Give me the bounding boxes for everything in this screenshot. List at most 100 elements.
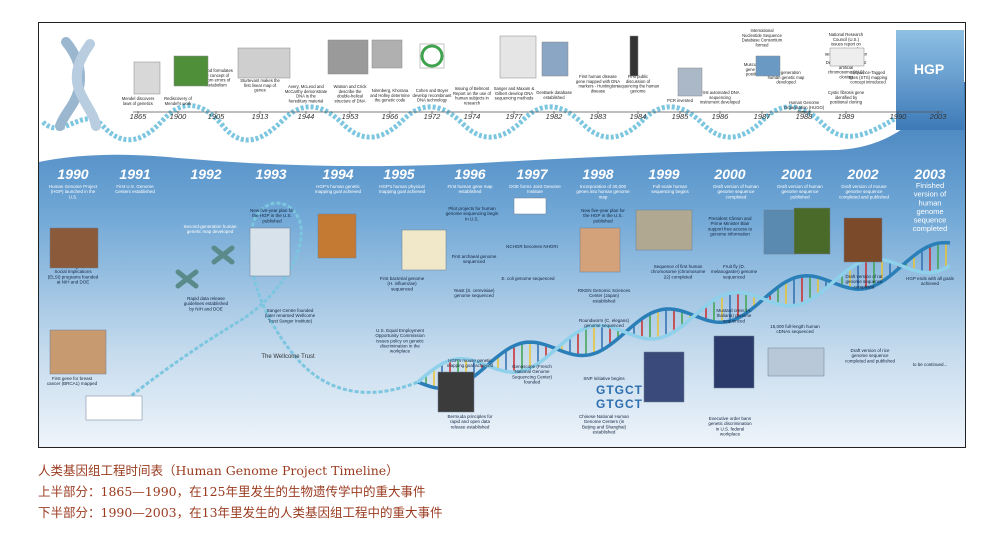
2001-nature-cover xyxy=(793,207,831,255)
1990-pedigree-diagram xyxy=(85,395,143,421)
top-year-1972: 1972 xyxy=(424,112,442,121)
pea-plant-image xyxy=(173,55,209,87)
top-event-13: PCR invented xyxy=(667,98,694,103)
dna-label-2: GTGCT xyxy=(596,397,643,411)
1995-bacterial-genome-ring xyxy=(401,229,447,271)
event-y1996-3: Yeast (S. cerevisiae)genome sequenced xyxy=(453,288,495,298)
sequencing-gel-image xyxy=(499,35,537,79)
plasmid-ring-icon xyxy=(419,43,445,69)
2002-nature-cover xyxy=(843,217,883,263)
top-year-1988: 1988 xyxy=(796,112,814,121)
bottom-year-1993: 1993 xyxy=(255,166,286,182)
event-y1997-2: NCHGR becomes NHGRI xyxy=(506,244,558,249)
2001-cdna-diagram xyxy=(767,347,825,377)
top-year-1984: 1984 xyxy=(630,112,647,121)
caption-bottom-part: 下半部分：1990—2003，在13年里发生的人类基因组工程中的重大事件 xyxy=(38,505,443,520)
top-year-1865: 1865 xyxy=(130,112,148,121)
event-y1995-1: First bacterial genome(H. influenzae)seq… xyxy=(380,276,425,291)
bottom-year-2003: 2003 xyxy=(913,166,945,182)
top-year-1985: 1985 xyxy=(672,112,690,121)
1999-sequencing-lab-photo xyxy=(635,209,693,251)
plasmid-ring xyxy=(420,44,444,68)
event-y1997-3: E. coli genome sequenced xyxy=(501,276,555,281)
event-y1993-1: Sanger Centre founded(later renamed Well… xyxy=(265,308,316,323)
bottom-year-1990: 1990 xyxy=(57,166,88,182)
event-y2003-2: to be continued... xyxy=(913,362,948,367)
top-year-1974: 1974 xyxy=(464,112,481,121)
top-year-2003: 2003 xyxy=(929,112,948,121)
bottom-year-1994: 1994 xyxy=(322,166,353,182)
bottom-year-2001: 2001 xyxy=(780,166,812,182)
report-cover-image xyxy=(755,55,781,77)
dna-photo xyxy=(327,39,369,75)
mendel-portrait xyxy=(133,61,161,95)
bottom-year-1999: 1999 xyxy=(648,166,679,182)
top-year-1905: 1905 xyxy=(208,112,226,121)
2001-science-cover xyxy=(763,209,797,255)
hgp-block xyxy=(896,30,964,130)
top-year-1990: 1990 xyxy=(890,112,908,121)
caption-title: 人类基因组工程时间表（Human Genome Project Timeline… xyxy=(38,463,399,478)
chromosome-icon xyxy=(55,37,101,131)
1996-mouse-photo xyxy=(437,371,475,413)
bottom-year-1991: 1991 xyxy=(119,166,150,182)
bottom-year-1997: 1997 xyxy=(516,166,548,182)
bottom-dna-helix xyxy=(107,201,951,416)
event-y1993-2: The Wellcome Trust xyxy=(261,354,315,360)
1993-science-cover xyxy=(249,227,291,277)
bottom-year-1992: 1992 xyxy=(190,166,221,182)
chromosome-band-icon xyxy=(629,35,639,77)
caption-top-part: 上半部分：1865—1990，在125年里发生的生物遗传学中的重大事件 xyxy=(38,484,426,499)
gene-map-diagram xyxy=(237,47,291,79)
chromosome-icon xyxy=(211,245,235,265)
2000-nature-cover xyxy=(713,335,755,389)
jgi-logo xyxy=(513,197,547,215)
scientists-photo xyxy=(371,39,403,69)
bottom-year-2002: 2002 xyxy=(846,166,878,182)
bottom-year-2000: 2000 xyxy=(713,166,745,182)
top-year-1913: 1913 xyxy=(252,112,270,121)
top-year-1977: 1977 xyxy=(506,112,524,121)
top-year-1953: 1953 xyxy=(342,112,360,121)
1990-dna-photo xyxy=(49,227,99,269)
top-year-1900: 1900 xyxy=(170,112,188,121)
